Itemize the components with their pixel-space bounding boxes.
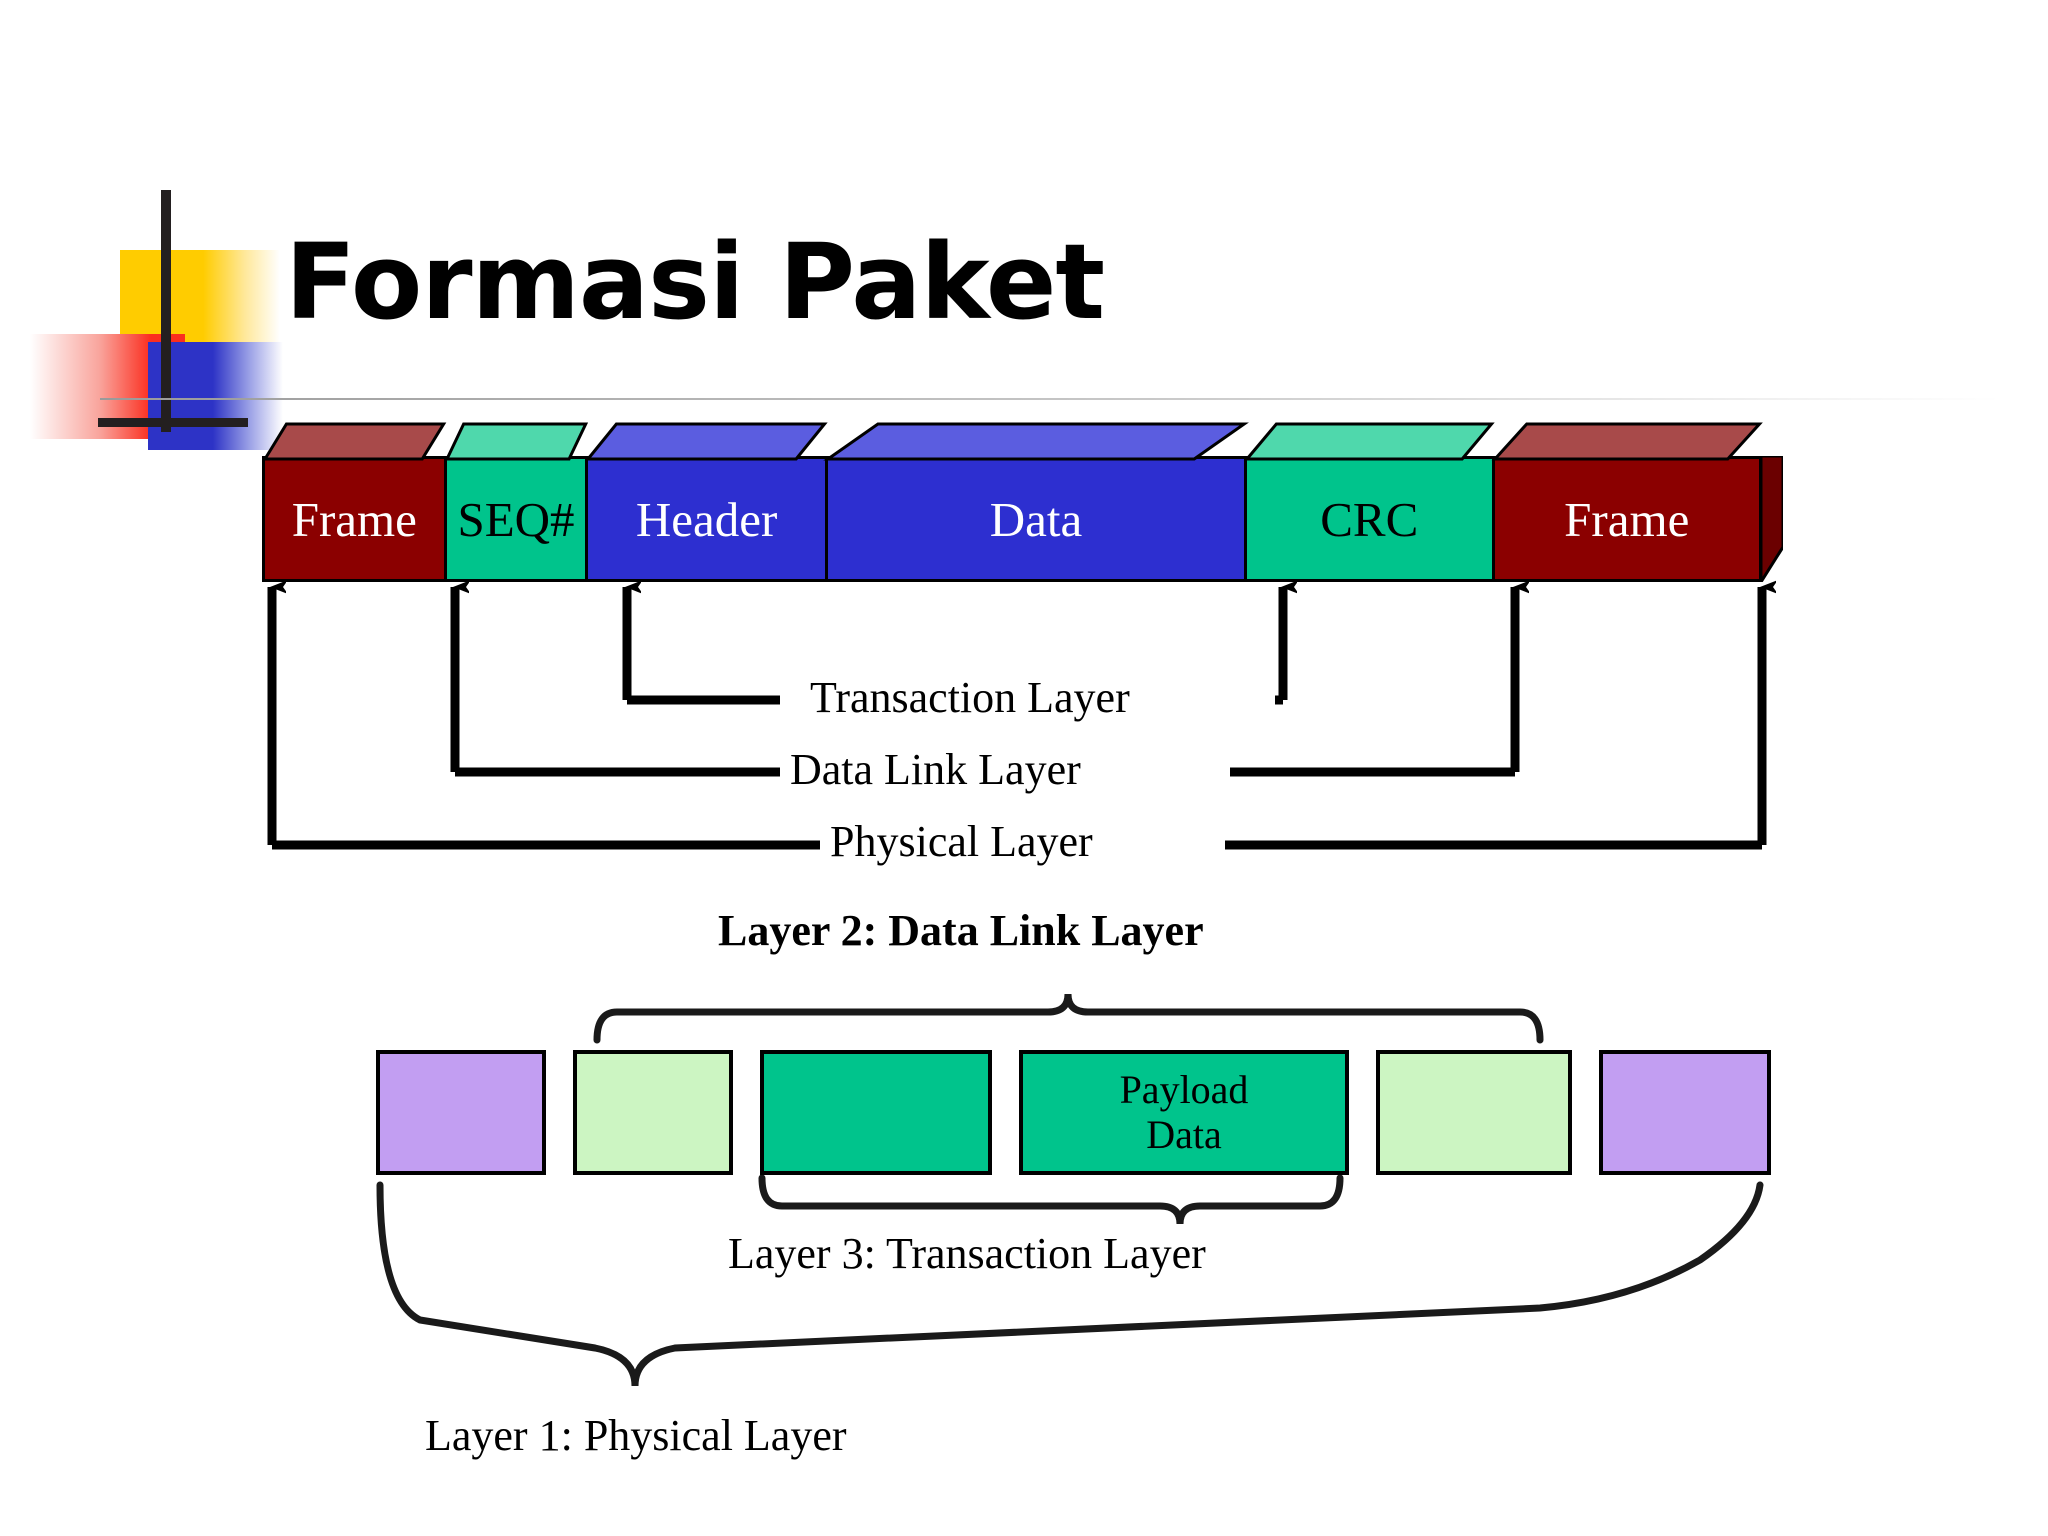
box-gap xyxy=(992,1050,1019,1051)
packet-segment-label: SEQ# xyxy=(457,491,575,547)
packet-right-end-cap xyxy=(1759,454,1785,588)
packet-segment-frame-0: Frame xyxy=(265,459,447,579)
packet-segment-top-face xyxy=(265,424,444,459)
packet-segment-top-face xyxy=(1247,424,1492,459)
packet-segment-crc-4: CRC xyxy=(1247,459,1495,579)
logo-crosshair-horizontal xyxy=(98,418,248,427)
packet-segment-top-face xyxy=(828,424,1244,459)
packet-segment-label: Header xyxy=(635,491,778,547)
layer-box-0 xyxy=(376,1050,546,1175)
label-physical-layer: Physical Layer xyxy=(830,817,1093,866)
box-gap xyxy=(733,1050,760,1051)
layer-box-1 xyxy=(573,1050,733,1175)
packet-segment-top-face xyxy=(588,424,825,459)
decorative-logo-mark xyxy=(30,190,283,450)
packet-segment-data-3: Data xyxy=(828,459,1247,579)
caption-layer-2: Layer 2: Data Link Layer xyxy=(718,906,1204,955)
packet-segment-label: Data xyxy=(989,491,1083,547)
packet-segment-label: Frame xyxy=(291,491,417,547)
logo-crosshair-vertical xyxy=(161,190,171,432)
label-transaction-layer: Transaction Layer xyxy=(810,673,1130,722)
box-gap xyxy=(1572,1050,1599,1051)
box-gap xyxy=(546,1050,573,1051)
packet-segment-label: Frame xyxy=(1564,491,1690,547)
box-gap xyxy=(1349,1050,1376,1051)
packet-segment-header-2: Header xyxy=(588,459,828,579)
packet-segment-top-face xyxy=(1495,424,1759,459)
layer-box-4 xyxy=(1376,1050,1572,1175)
packet-segment-seq-1: SEQ# xyxy=(447,459,589,579)
caption-layer-3: Layer 3: Transaction Layer xyxy=(728,1229,1206,1278)
packet-format-bar: Frame SEQ# Header Data CRC Frame xyxy=(262,424,1785,588)
packet-segment-label: CRC xyxy=(1320,491,1419,547)
packet-segment-frame-5: Frame xyxy=(1495,459,1762,579)
caption-layer-1: Layer 1: Physical Layer xyxy=(425,1411,847,1460)
layer-box-2 xyxy=(760,1050,992,1175)
packet-segment-top-face xyxy=(447,424,586,459)
page-title: Formasi Paket xyxy=(285,221,1105,343)
layer-box-5 xyxy=(1599,1050,1771,1175)
title-divider xyxy=(100,398,2000,400)
label-data-link-layer: Data Link Layer xyxy=(790,745,1081,794)
